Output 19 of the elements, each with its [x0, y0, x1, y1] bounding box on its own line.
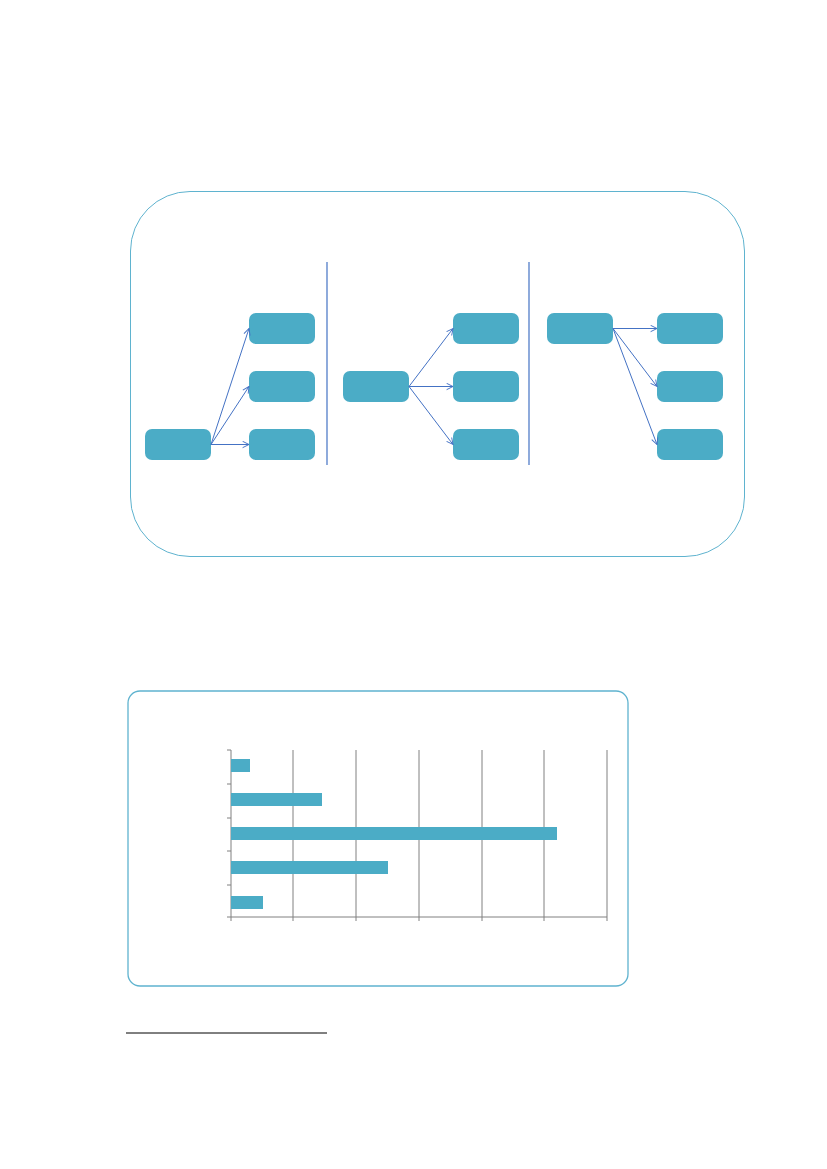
- arrow: [408, 328, 454, 387]
- process-box: [546, 312, 613, 344]
- arrow: [210, 328, 251, 445]
- process-box: [452, 312, 519, 344]
- arrow: [612, 328, 658, 387]
- process-box: [452, 428, 519, 460]
- process-box: [342, 370, 409, 402]
- process-box: [248, 312, 315, 344]
- process-box: [656, 312, 723, 344]
- process-box: [656, 428, 723, 460]
- arrow: [210, 386, 250, 445]
- process-box: [452, 370, 519, 402]
- process-box: [144, 428, 211, 460]
- arrow: [612, 328, 659, 445]
- process-box: [248, 370, 315, 402]
- rounded-panel: [130, 191, 745, 557]
- process-box: [656, 370, 723, 402]
- process-box: [248, 428, 315, 460]
- arrow: [408, 386, 454, 445]
